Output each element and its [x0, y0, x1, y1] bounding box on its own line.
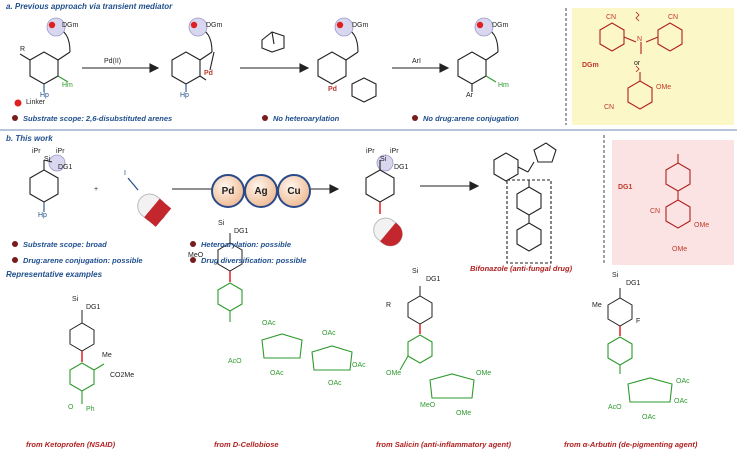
si-left: Si — [44, 156, 51, 163]
ex1-me: Me — [102, 352, 112, 359]
bullet-a-2: No heteroarylation — [262, 114, 339, 123]
ex4-dg1: DG1 — [626, 280, 641, 287]
ipr-left-1: iPr — [32, 148, 41, 155]
bullet-b-4: Drug diversification: possible — [190, 256, 306, 265]
ex4-aco: AcO — [608, 404, 622, 411]
dg1-left: DG1 — [58, 164, 73, 171]
ipr-prod-2: iPr — [390, 148, 399, 155]
dg1-prod: DG1 — [394, 164, 409, 171]
dgm-or: or — [634, 60, 641, 67]
linker-label: Linker — [26, 99, 46, 106]
ex4-si: Si — [612, 272, 619, 279]
plus-sign: + — [94, 186, 99, 193]
caption-arbutin: from α-Arbutin (de-pigmenting agent) — [564, 440, 698, 449]
ex3-ome-1: OMe — [386, 370, 402, 377]
ex3-dg1: DG1 — [426, 276, 441, 283]
ex4-me: Me — [592, 302, 602, 309]
ex3-ome-2: OMe — [476, 370, 492, 377]
ex2-meo: MeO — [188, 252, 204, 259]
hm-label-4: Hm — [498, 82, 509, 89]
metal-ag: Ag — [244, 174, 278, 208]
pill-reagent — [137, 193, 172, 227]
ex2-oac-1: OAc — [262, 320, 276, 327]
dgm-cn-1: CN — [606, 14, 617, 21]
dgm-cn-2: CN — [668, 14, 679, 21]
bullet-b-2: Drug:arene conjugation: possible — [12, 256, 143, 265]
dg1-ome-2: OMe — [672, 246, 688, 253]
dgm-box-label: DGm — [582, 62, 599, 69]
examples-title: Representative examples — [6, 270, 103, 279]
pd-label-2: Pd — [204, 70, 213, 77]
metal-cu: Cu — [277, 174, 311, 208]
dgm-cn-3: CN — [604, 104, 615, 111]
dgm-label-2: DGm — [206, 22, 223, 29]
dgm-ome: OMe — [656, 84, 672, 91]
dg1-cn: CN — [650, 208, 661, 215]
ex2-oac-4: OAc — [352, 362, 366, 369]
iodide-label: I — [124, 170, 126, 177]
metal-pd: Pd — [211, 174, 245, 208]
bullet-a-1: Substrate scope: 2,6-disubstituted arene… — [12, 114, 172, 123]
ex1-co2me: CO2Me — [110, 372, 135, 379]
ex4-oac-2: OAc — [674, 398, 688, 405]
ex4-oac-3: OAc — [642, 414, 656, 421]
pill-product — [373, 217, 403, 247]
ex4-f: F — [636, 318, 641, 325]
ex2-oac-3: OAc — [270, 370, 284, 377]
ex2-si: Si — [218, 220, 225, 227]
caption-ketoprofen: from Ketoprofen (NSAID) — [26, 440, 116, 449]
r-label: R — [20, 46, 26, 53]
ex3-si: Si — [412, 268, 419, 275]
dgm-n-atom: N — [637, 36, 643, 43]
ipr-left-2: iPr — [56, 148, 65, 155]
hp-label-2: Hp — [180, 92, 189, 99]
dgm-label-3: DGm — [352, 22, 369, 29]
ex2-oac-2: OAc — [322, 330, 336, 337]
pd-label-3: Pd — [328, 86, 337, 93]
ex1-ph: Ph — [86, 406, 95, 413]
section-b-title: b. This work — [6, 134, 53, 143]
dg1-ome-1: OMe — [694, 222, 710, 229]
ex3-ph: R — [386, 302, 392, 309]
ex2-aco: AcO — [228, 358, 242, 365]
dgm-label-1: DGm — [62, 22, 79, 29]
hp-label: Hp — [40, 92, 49, 99]
caption-cellobiose: from D-Cellobiose — [214, 440, 279, 449]
si-prod: Si — [380, 156, 387, 163]
dgm-label-4: DGm — [492, 22, 509, 29]
dgm-box — [572, 8, 734, 125]
ex4-oac-1: OAc — [676, 378, 690, 385]
ex3-ome-3: OMe — [456, 410, 472, 417]
ar-label: Ar — [466, 92, 473, 99]
caption-salicin: from Salicin (anti-inflammatory agent) — [376, 440, 512, 449]
bullet-b-1: Substrate scope: broad — [12, 240, 107, 249]
bullet-b-3: Heteroarylation: possible — [190, 240, 291, 249]
bifonazole-caption: Bifonazole (anti-fungal drug) — [470, 264, 573, 273]
dg1-box-label: DG1 — [618, 184, 633, 191]
hm-label: Hm — [62, 82, 73, 89]
reagent-ari: ArI — [412, 58, 421, 65]
section-a-title: a. Previous approach via transient media… — [6, 2, 173, 11]
ex1-si: Si — [72, 296, 79, 303]
hp-left: Hp — [38, 212, 47, 219]
reagent-pd: Pd(II) — [104, 58, 122, 65]
arene-1 — [29, 51, 59, 85]
ipr-prod-1: iPr — [366, 148, 375, 155]
ex1-dg1: DG1 — [86, 304, 101, 311]
ex2-oac-5: OAc — [328, 380, 342, 387]
ex2-dg1: DG1 — [234, 228, 249, 235]
bullet-a-3: No drug:arene conjugation — [412, 114, 519, 123]
ex3-meo: MeO — [420, 402, 436, 409]
ex1-o: O — [68, 404, 74, 411]
